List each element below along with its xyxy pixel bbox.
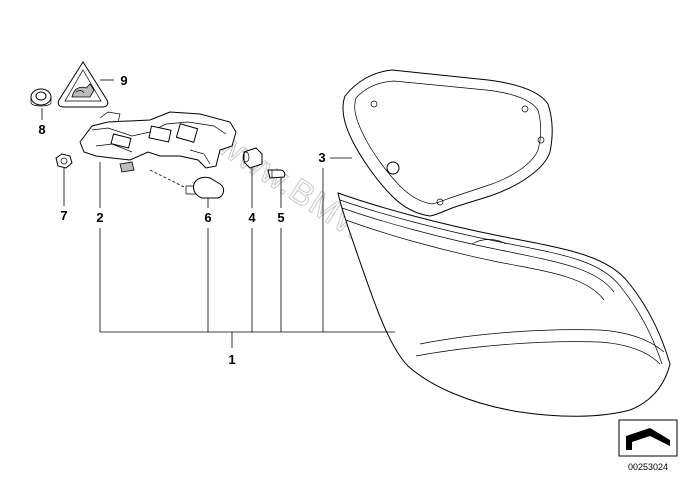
warning-label-part <box>57 61 109 108</box>
socket-part-4 <box>242 147 263 169</box>
callout-8: 8 <box>38 122 45 137</box>
bulb-holder-part <box>79 111 237 173</box>
bulb-part-6 <box>149 169 225 199</box>
callout-9: 9 <box>120 73 127 88</box>
callout-6: 6 <box>204 210 211 225</box>
callout-5: 5 <box>277 210 284 225</box>
callout-2: 2 <box>96 210 103 225</box>
arrow-icon <box>626 428 670 450</box>
diagram-symbol: 00253024 <box>618 419 678 472</box>
bulb-part-5 <box>267 169 286 179</box>
diagram-code: 00253024 <box>628 462 668 472</box>
callout-4: 4 <box>248 210 256 225</box>
leader-lines <box>41 79 395 348</box>
tail-light-housing <box>337 192 671 417</box>
callout-7: 7 <box>60 208 67 223</box>
gasket-part <box>342 69 553 217</box>
nut-part-8 <box>30 88 52 107</box>
nut-part-7 <box>55 153 73 169</box>
callout-3: 3 <box>318 150 325 165</box>
callout-1: 1 <box>228 352 235 367</box>
callout-labels: 1 2 3 4 5 6 7 8 9 <box>38 73 325 367</box>
